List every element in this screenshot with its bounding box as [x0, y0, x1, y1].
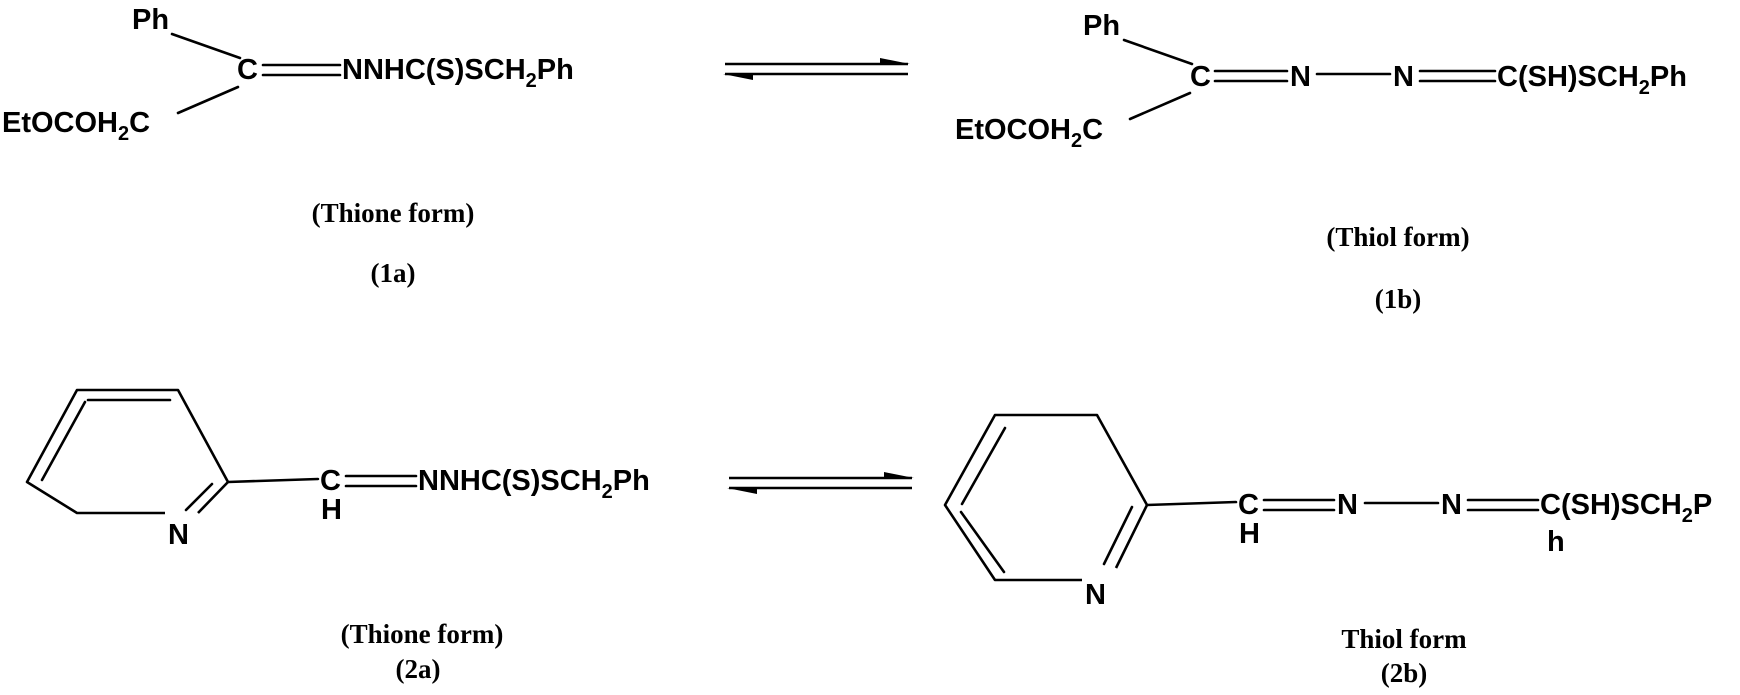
imine-carbon: C	[1190, 61, 1211, 93]
azine-n2: N	[1441, 489, 1462, 521]
azine-n1: N	[1290, 61, 1311, 93]
thiol-chain-wrap: h	[1547, 526, 1565, 558]
equilibrium-arrows-2	[727, 472, 914, 494]
reverse-arrowhead	[727, 488, 757, 494]
label-1a: (1a)	[371, 258, 416, 288]
bond-ring-ch	[1145, 500, 1238, 507]
ring-inner-bond-left	[960, 426, 1007, 506]
azine-n2: N	[1393, 61, 1414, 93]
equilibrium-arrows-1	[723, 58, 910, 80]
phenyl-label: Ph	[132, 4, 169, 36]
reverse-arrowhead	[723, 74, 753, 80]
pyridine-nitrogen: N	[1085, 579, 1106, 611]
thiol-chain: C(SH)SCH2Ph	[1497, 61, 1687, 99]
bond-c-ester	[176, 85, 240, 115]
pyridine-ring: N	[25, 388, 230, 551]
caption-thiol-1: (Thiol form)	[1326, 222, 1469, 252]
caption-thione-1: (Thione form)	[312, 198, 475, 228]
bond-ph-c	[1122, 38, 1194, 66]
hydrazone-chain: NNHC(S)SCH2Ph	[418, 465, 650, 503]
ring-inner-bond-left	[40, 400, 87, 482]
compound-1b: Ph C N N C(SH)SCH2Ph EtOCOH2C (Thiol for…	[955, 10, 1687, 314]
ring-inner-bond-right	[184, 482, 214, 512]
label-2b: (2b)	[1381, 658, 1428, 688]
compound-2a: N C H NNHC(S)SCH2Ph (Thione form) (2a)	[25, 388, 650, 684]
forward-arrowhead	[880, 58, 910, 64]
label-1b: (1b)	[1375, 284, 1422, 314]
pyridine-ring: N	[943, 413, 1149, 611]
thiol-chain: C(SH)SCH2P	[1540, 489, 1712, 527]
phenyl-label: Ph	[1083, 10, 1120, 42]
bond-c-ester	[1128, 91, 1192, 121]
ring-inner-bond-right	[1102, 505, 1134, 566]
hydrazone-chain: NNHC(S)SCH2Ph	[342, 54, 574, 92]
methine-hydrogen: H	[1239, 518, 1260, 550]
imine-carbon: C	[237, 54, 258, 86]
caption-thione-2: (Thione form)	[341, 619, 504, 649]
bond-ph-c	[170, 32, 242, 60]
compound-1a: Ph C NNHC(S)SCH2Ph EtOCOH2C (Thione form…	[2, 4, 574, 288]
label-2a: (2a)	[396, 654, 441, 684]
compound-2b: N C H N N C(SH)SCH2P h Thiol form (2b)	[943, 413, 1712, 688]
ester-group: EtOCOH2C	[2, 107, 150, 145]
methine-hydrogen: H	[321, 494, 342, 526]
ring-outline	[943, 413, 1149, 582]
azine-n1: N	[1337, 489, 1358, 521]
methine-carbon: C	[1238, 489, 1259, 521]
forward-arrowhead	[884, 472, 914, 478]
ring-inner-bond-bottom	[959, 510, 1006, 574]
ester-group: EtOCOH2C	[955, 114, 1103, 152]
methine-carbon: C	[320, 465, 341, 497]
caption-thiol-2: Thiol form	[1341, 624, 1467, 654]
bond-ring-ch	[226, 477, 320, 484]
pyridine-nitrogen: N	[168, 519, 189, 551]
